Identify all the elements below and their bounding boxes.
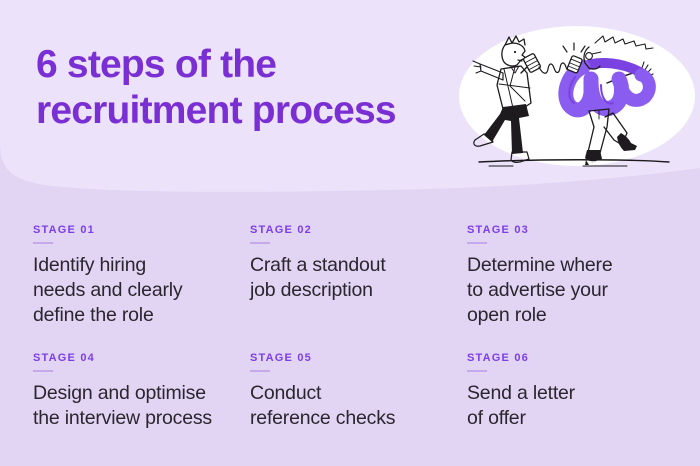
stage-card-03: STAGE 03 Determine where to advertise yo… (467, 224, 684, 352)
stage-04-label: STAGE 04 (33, 352, 95, 364)
tin-can-right-icon (566, 55, 583, 74)
purple-hair-swoosh (558, 58, 656, 118)
person-right (558, 35, 656, 165)
stage-card-05: STAGE 05 Conduct reference checks (250, 352, 467, 431)
stage-card-02: STAGE 02 Craft a standout job descriptio… (250, 224, 467, 352)
stage-04-text: Design and optimise the interview proces… (33, 382, 212, 429)
stage-06-underline (467, 370, 487, 372)
stage-05-text: Conduct reference checks (250, 382, 396, 429)
tin-can-telephone-illustration (459, 26, 695, 167)
tin-can-string (538, 62, 572, 74)
stages-grid: STAGE 01 Identify hiring needs and clear… (33, 224, 684, 431)
stage-03-label: STAGE 03 (467, 224, 529, 236)
stage-02-underline (250, 242, 270, 244)
stage-01-label: STAGE 01 (33, 224, 95, 236)
stage-05-label: STAGE 05 (250, 352, 312, 364)
stage-03-text: Determine where to advertise your open r… (467, 254, 613, 326)
stage-card-04: STAGE 04 Design and optimise the intervi… (33, 352, 250, 431)
stage-06-text: Send a letter of offer (467, 382, 575, 429)
tin-can-left-icon (523, 53, 541, 73)
stage-04-underline (33, 370, 53, 372)
stage-card-06: STAGE 06 Send a letter of offer (467, 352, 684, 431)
stage-03-underline (467, 242, 487, 244)
ground-line (478, 159, 670, 167)
person-left (472, 35, 572, 163)
stage-06-label: STAGE 06 (467, 352, 529, 364)
stage-01-text: Identify hiring needs and clearly define… (33, 254, 183, 326)
stage-05-underline (250, 370, 270, 372)
sound-marks (562, 42, 586, 53)
stage-card-01: STAGE 01 Identify hiring needs and clear… (33, 224, 250, 352)
stage-02-label: STAGE 02 (250, 224, 312, 236)
stage-01-underline (33, 242, 53, 244)
white-ellipse-backdrop (459, 26, 695, 166)
page-title: 6 steps of the recruitment process (36, 43, 397, 132)
stage-02-text: Craft a standout job description (250, 254, 386, 301)
